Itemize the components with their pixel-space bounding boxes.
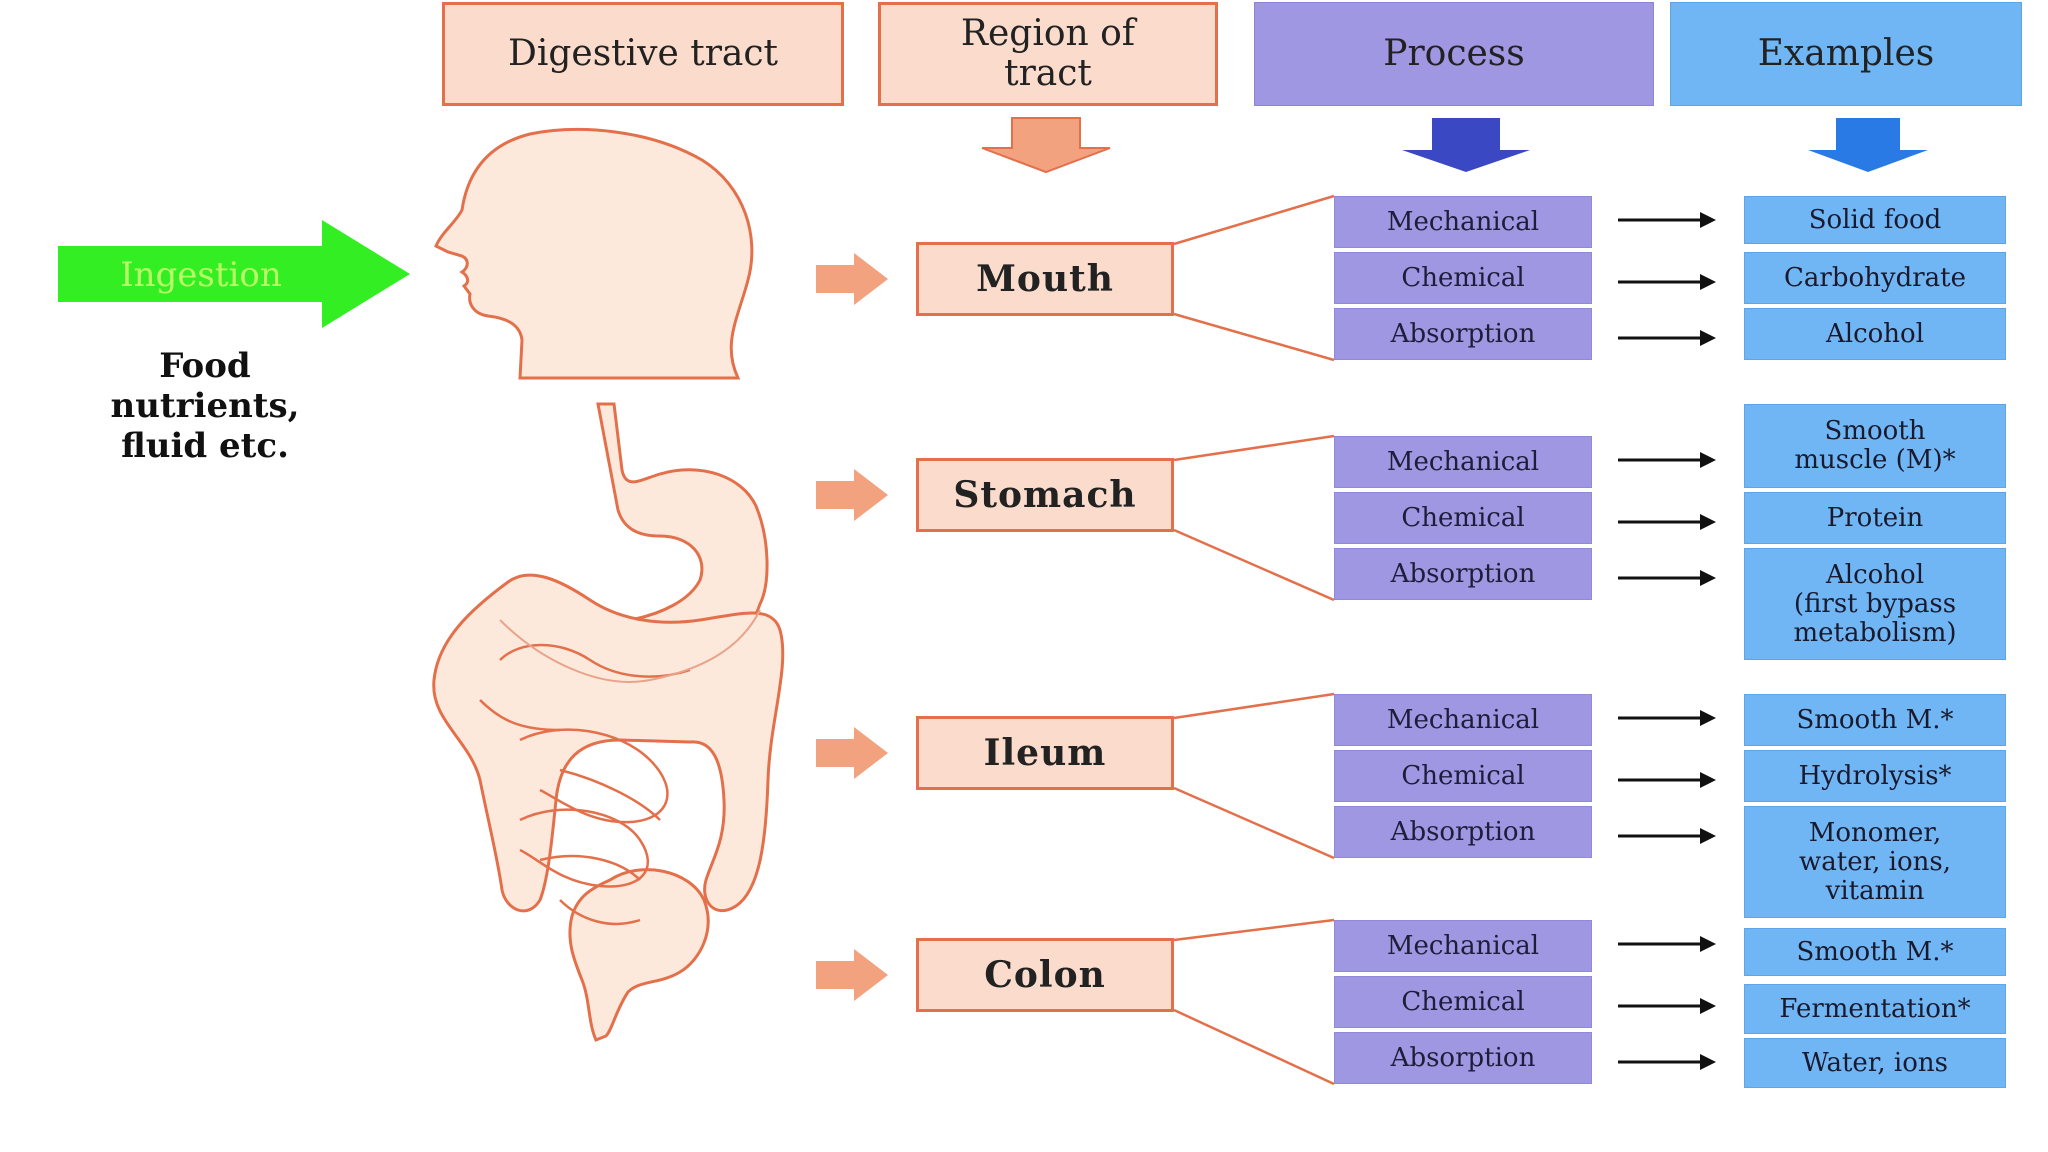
process-arrowhead-mouth-0	[1700, 212, 1716, 228]
region-arrow-ileum	[816, 727, 888, 779]
region-box-ileum: Ileum	[916, 716, 1174, 790]
region-down-arrow	[981, 117, 1111, 174]
example-mouth-mechanical: Solid food	[1744, 196, 2006, 244]
process-ileum-mechanical: Mechanical	[1334, 694, 1592, 746]
examples-down-arrow	[1808, 118, 1928, 172]
header-process: Process	[1254, 2, 1654, 106]
process-arrowhead-colon-2	[1700, 1054, 1716, 1070]
example-stomach-mechanical: Smooth muscle (M)*	[1744, 404, 2006, 488]
process-mouth-absorption: Absorption	[1334, 308, 1592, 360]
process-arrowhead-ileum-2	[1700, 828, 1716, 844]
region-box-mouth: Mouth	[916, 242, 1174, 316]
region-arrow-colon	[816, 949, 888, 1001]
process-colon-mechanical: Mechanical	[1334, 920, 1592, 972]
gut-illustration	[432, 402, 785, 1042]
fan-line-top-stomach	[1173, 434, 1335, 462]
example-colon-mechanical: Smooth M.*	[1744, 928, 2006, 976]
intestine-folds	[479, 643, 691, 926]
process-arrowhead-colon-0	[1700, 936, 1716, 952]
header-digestive-tract: Digestive tract	[442, 2, 844, 106]
fan-line-bottom-mouth	[1173, 312, 1335, 362]
ingestion-arrow	[58, 220, 410, 328]
fan-line-top-ileum	[1173, 692, 1335, 720]
process-colon-absorption: Absorption	[1334, 1032, 1592, 1084]
example-colon-absorption: Water, ions	[1744, 1038, 2006, 1088]
head-illustration	[434, 128, 754, 380]
region-arrow-mouth	[816, 253, 888, 305]
header-region-of-tract: Region of tract	[878, 2, 1218, 106]
process-arrowhead-mouth-1	[1700, 274, 1716, 290]
process-mouth-chemical: Chemical	[1334, 252, 1592, 304]
header-examples: Examples	[1670, 2, 2022, 106]
process-stomach-mechanical: Mechanical	[1334, 436, 1592, 488]
process-arrowhead-ileum-1	[1700, 772, 1716, 788]
process-ileum-absorption: Absorption	[1334, 806, 1592, 858]
process-arrowhead-stomach-0	[1700, 452, 1716, 468]
region-box-colon: Colon	[916, 938, 1174, 1012]
example-ileum-chemical: Hydrolysis*	[1744, 750, 2006, 802]
example-mouth-chemical: Carbohydrate	[1744, 252, 2006, 304]
fan-line-bottom-stomach	[1173, 528, 1335, 602]
example-mouth-absorption: Alcohol	[1744, 308, 2006, 360]
example-ileum-mechanical: Smooth M.*	[1744, 694, 2006, 746]
process-arrowhead-ileum-0	[1700, 710, 1716, 726]
process-ileum-chemical: Chemical	[1334, 750, 1592, 802]
stomach-overlay-outline	[499, 609, 761, 683]
fan-line-bottom-colon	[1173, 1008, 1335, 1086]
process-down-arrow	[1402, 118, 1530, 172]
ingestion-label: Ingestion	[120, 255, 282, 295]
process-stomach-absorption: Absorption	[1334, 548, 1592, 600]
process-arrowhead-mouth-2	[1700, 330, 1716, 346]
food-nutrients-text: Food nutrients, fluid etc.	[110, 346, 300, 466]
process-colon-chemical: Chemical	[1334, 976, 1592, 1028]
example-colon-chemical: Fermentation*	[1744, 984, 2006, 1034]
fan-line-bottom-ileum	[1173, 786, 1335, 860]
fan-line-top-colon	[1173, 918, 1335, 942]
example-stomach-absorption: Alcohol (first bypass metabolism)	[1744, 548, 2006, 660]
region-arrow-stomach	[816, 469, 888, 521]
process-arrowhead-stomach-1	[1700, 514, 1716, 530]
region-box-stomach: Stomach	[916, 458, 1174, 532]
fan-line-top-mouth	[1173, 194, 1335, 246]
process-arrowhead-stomach-2	[1700, 570, 1716, 586]
process-mouth-mechanical: Mechanical	[1334, 196, 1592, 248]
example-stomach-chemical: Protein	[1744, 492, 2006, 544]
example-ileum-absorption: Monomer, water, ions, vitamin	[1744, 806, 2006, 918]
process-arrowhead-colon-1	[1700, 998, 1716, 1014]
process-stomach-chemical: Chemical	[1334, 492, 1592, 544]
